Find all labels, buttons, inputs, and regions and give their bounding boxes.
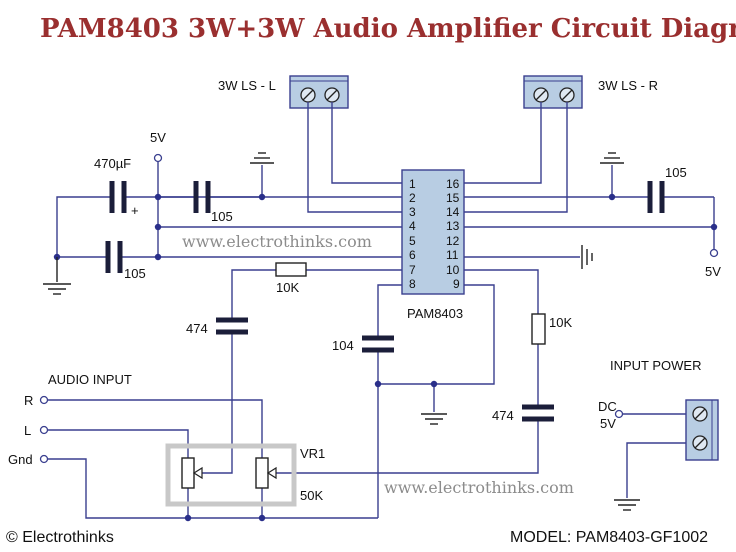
cap-105-right-label: 105 — [665, 165, 687, 180]
junction-dots — [53, 193, 718, 522]
svg-text:10: 10 — [446, 263, 460, 277]
svg-text:2: 2 — [409, 191, 416, 205]
svg-text:12: 12 — [446, 234, 460, 248]
resistor-10k-right — [531, 313, 546, 345]
svg-text:13: 13 — [446, 219, 460, 233]
capacitor-105-mid — [193, 181, 211, 213]
watermark-top: www.electrothinks.com — [182, 232, 372, 251]
svg-text:7: 7 — [409, 263, 416, 277]
supply-5v-right-label: 5V — [705, 264, 721, 279]
open-terminals — [39, 153, 719, 464]
input-r-label: R — [24, 393, 33, 408]
ground-symbol-top — [250, 152, 274, 164]
svg-text:1: 1 — [409, 177, 416, 191]
ground-symbol-left — [43, 257, 71, 295]
res-10k-top-label: 10K — [276, 280, 299, 295]
ic-name-label: PAM8403 — [407, 306, 463, 321]
ground-symbol-top-right — [600, 152, 624, 164]
svg-text:16: 16 — [446, 177, 460, 191]
supply-5v-top-label: 5V — [150, 130, 166, 145]
svg-text:3: 3 — [409, 205, 416, 219]
ic-pin-numbers: 1 2 3 4 5 6 7 8 16 15 14 13 12 11 10 9 — [409, 177, 460, 291]
watermark-bottom: www.electrothinks.com — [384, 478, 574, 497]
speaker-left-label: 3W LS - L — [218, 78, 276, 93]
ground-symbol-power — [614, 499, 640, 511]
speaker-left-terminal — [289, 75, 349, 109]
audio-input-label: AUDIO INPUT — [48, 372, 132, 387]
capacitor-474-right — [522, 404, 554, 422]
speaker-right-label: 3W LS - R — [598, 78, 658, 93]
copyright-text: © Electrothinks — [6, 529, 114, 546]
svg-text:11: 11 — [446, 248, 459, 262]
potentiometer-vr1 — [181, 457, 277, 489]
capacitor-470uf — [109, 181, 127, 213]
svg-text:6: 6 — [409, 248, 416, 262]
input-power-label: INPUT POWER — [610, 358, 702, 373]
svg-text:8: 8 — [409, 277, 416, 291]
capacitor-104 — [362, 335, 394, 353]
resistor-10k-top — [275, 262, 307, 277]
cap-105-mid-label: 105 — [211, 209, 233, 224]
capacitor-105-right — [647, 181, 665, 213]
capacitor-474-left — [216, 317, 248, 335]
svg-text:14: 14 — [446, 205, 460, 219]
wires — [48, 102, 715, 519]
speaker-right-terminal — [523, 75, 583, 109]
power-terminal — [685, 399, 719, 461]
pam8403-ic — [401, 169, 465, 295]
cap-474-right-label: 474 — [492, 408, 514, 423]
input-l-label: L — [24, 423, 31, 438]
model-text: MODEL: PAM8403-GF1002 — [510, 529, 708, 546]
svg-text:9: 9 — [453, 277, 460, 291]
ground-symbol-pin11 — [581, 245, 593, 269]
svg-text:4: 4 — [409, 219, 416, 233]
cap-104-label: 104 — [332, 338, 354, 353]
capacitor-105-low — [105, 241, 123, 273]
cap-105-low-label: 105 — [124, 266, 146, 281]
diagram-title: PAM8403 3W+3W Audio Amplifier Circuit Di… — [40, 14, 736, 44]
vr1-enclosure — [165, 443, 297, 507]
dc-5v-label: 5V — [600, 416, 616, 431]
input-gnd-label: Gnd — [8, 452, 33, 467]
ground-symbol-center — [421, 413, 447, 425]
vr1-value-label: 50K — [300, 488, 323, 503]
polarity-mark: + — [131, 203, 139, 218]
vr1-label: VR1 — [300, 446, 325, 461]
dc-label: DC — [598, 399, 617, 414]
svg-text:15: 15 — [446, 191, 460, 205]
cap-474-left-label: 474 — [186, 321, 208, 336]
svg-text:5: 5 — [409, 234, 416, 248]
res-10k-right-label: 10K — [549, 315, 572, 330]
cap-470uf-label: 470µF — [94, 156, 131, 171]
